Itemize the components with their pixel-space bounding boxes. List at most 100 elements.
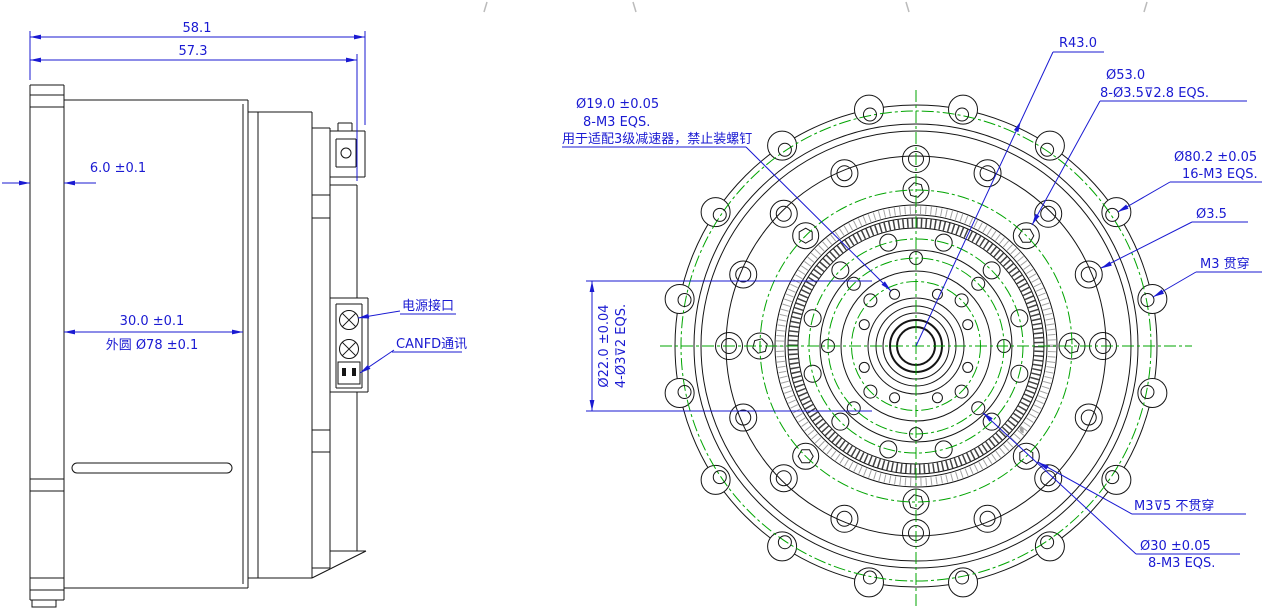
counterbore-hole <box>715 332 743 360</box>
power-connector-label: 电源接口 <box>402 298 454 314</box>
rear-cover <box>311 184 367 579</box>
side-dimension-lines <box>2 31 462 374</box>
vent-hole <box>982 261 1001 280</box>
counterbore-hole-inner <box>979 510 996 527</box>
counterbore-hole <box>1074 403 1103 432</box>
dim-total-width: 58.1 <box>183 21 212 36</box>
counterbore-hole <box>769 464 798 493</box>
canfd-pin-1 <box>342 368 346 376</box>
connector-block <box>330 297 369 393</box>
hex-socket <box>1018 228 1035 243</box>
m3-through-hole <box>1140 385 1155 400</box>
arrowhead <box>30 34 41 40</box>
arrowhead <box>64 329 75 335</box>
d19-callout-note: 用于适配3级减速器，禁止装螺钉 <box>562 132 752 147</box>
top-bracket <box>330 122 366 178</box>
arrowhead <box>589 400 595 411</box>
counterbore-hole-inner <box>1080 266 1097 283</box>
screw-head <box>1012 442 1040 470</box>
arrowhead <box>1100 261 1112 269</box>
m3-through-hole <box>862 570 877 585</box>
power-socket-bottom <box>339 339 359 359</box>
vent-hole <box>803 309 822 328</box>
sheet-fold-marks <box>483 1 1148 13</box>
front-dimension-lines <box>562 51 1262 555</box>
m3-hole-d30 <box>846 276 861 291</box>
d19-callout-line2: 8-M3 EQS. <box>583 115 650 130</box>
m3-through-hole <box>777 142 792 157</box>
flange-lobe <box>1137 378 1168 409</box>
counterbore-hole-inner <box>735 266 752 283</box>
m3-through-hole <box>1040 142 1055 157</box>
socket-cross-marks <box>341 312 357 357</box>
arrowhead <box>19 180 30 186</box>
arrowhead <box>1037 462 1049 470</box>
m3-through-hole <box>955 570 970 585</box>
d35-callout: Ø3.5 <box>1196 207 1227 222</box>
flange-lobe <box>1137 283 1168 314</box>
d3-hole-d22 <box>954 293 969 308</box>
vent-hole <box>1010 364 1029 383</box>
d80-callout-line2: 16-M3 EQS. <box>1182 167 1258 182</box>
side-view <box>29 84 369 608</box>
flange-lobe <box>948 567 979 598</box>
m3-hole-d30 <box>846 401 861 416</box>
canfd-connector-label: CANFD通讯 <box>396 337 467 352</box>
m3-through-hole <box>677 385 692 400</box>
arrowhead <box>1117 204 1129 212</box>
dim-depth: 30.0 ±0.1 <box>120 314 185 329</box>
flange-lobe <box>1034 531 1065 562</box>
screw-head <box>792 442 820 470</box>
counterbore-hole <box>729 260 758 289</box>
counterbore-hole-inner <box>1080 409 1097 426</box>
arrowhead <box>881 281 891 291</box>
m3-through-hole <box>777 535 792 550</box>
m3-hole-d19 <box>962 361 974 373</box>
counterbore-hole-inner <box>1040 205 1057 222</box>
d3-hole-d22 <box>954 384 969 399</box>
vent-hole <box>831 412 850 431</box>
vent-hole <box>982 412 1001 431</box>
dim-outer-diameter: 外圆 Ø78 ±0.1 <box>106 338 199 353</box>
d3-hole-d22 <box>863 384 878 399</box>
flange-lobe <box>664 378 695 409</box>
hex-socket <box>1064 338 1080 354</box>
dim-flange-thickness: 6.0 ±0.1 <box>90 161 146 176</box>
lobe-through-holes <box>677 107 1155 585</box>
counterbore-hole-inner <box>836 510 853 527</box>
screw-head <box>792 222 820 250</box>
m3-blind-callout: M3⊽5 不贯穿 <box>1134 498 1214 514</box>
hex-socket <box>1019 448 1034 465</box>
bolt-holes <box>715 145 1117 547</box>
counterbore-hole <box>769 199 798 228</box>
m3-through-hole <box>712 207 727 222</box>
d3-hole-d22 <box>863 293 878 308</box>
counterbore-hole <box>973 504 1002 533</box>
arrowhead <box>354 34 365 40</box>
front-view-dimensions: R43.0 Ø53.0 8-Ø3.5⊽2.8 EQS. Ø19.0 ±0.05 … <box>19 34 1262 571</box>
counterbore-hole <box>1074 260 1103 289</box>
counterbore-hole-inner <box>721 338 737 354</box>
radius-callout: R43.0 <box>1059 36 1097 51</box>
flange-lobe <box>700 197 731 228</box>
counterbore-hole <box>1034 199 1063 228</box>
d53-callout-line2: 8-Ø3.5⊽2.8 EQS. <box>1100 86 1209 101</box>
dim-body-width: 57.3 <box>179 44 208 59</box>
hex-socket <box>908 182 924 198</box>
screw-head <box>1012 222 1040 250</box>
arrowhead <box>983 412 993 422</box>
housing-left-cap <box>29 84 65 608</box>
flange-lobe <box>767 531 798 562</box>
vent-hole <box>879 233 898 252</box>
m3-through-callout: M3 贯穿 <box>1200 256 1250 272</box>
hex-socket <box>908 494 924 510</box>
arrowhead <box>589 281 595 292</box>
flange-lobe <box>700 464 731 495</box>
d22-callout-line2: 4-Ø3⊽2 EQS. <box>614 304 629 388</box>
flange-lobe <box>664 283 695 314</box>
counterbore-hole <box>902 145 930 173</box>
housing-body <box>64 99 249 589</box>
arrowhead <box>232 329 243 335</box>
arrowhead <box>358 313 370 319</box>
counterbore-hole <box>1034 464 1063 493</box>
